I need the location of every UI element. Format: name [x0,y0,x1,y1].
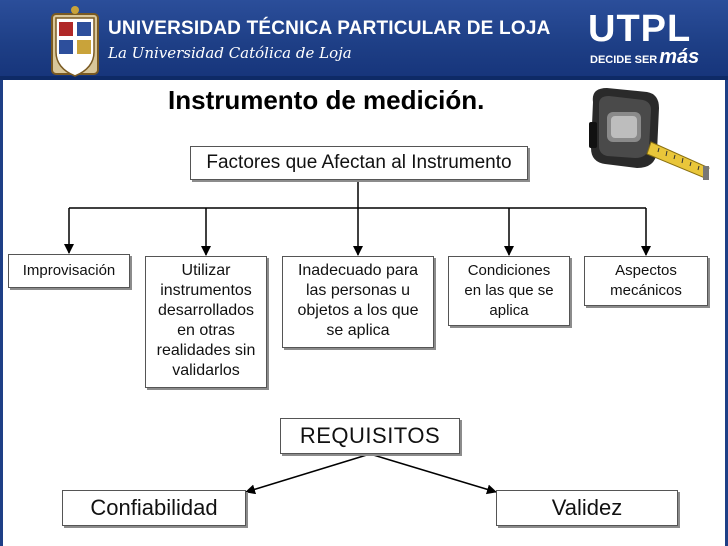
slide-left-border [0,80,3,546]
utpl-logo: UTPL [588,8,692,50]
factor-label-line: mecánicos [610,282,682,299]
factor-label-line: instrumentos [160,282,252,299]
factor-label-line: aplica [489,302,529,319]
university-name: UNIVERSIDAD TÉCNICA PARTICULAR DE LOJA [108,18,551,39]
factor-label-line: en las que se [464,282,554,299]
factor-label-line: Inadecuado para [297,262,419,279]
factor-label-line: las personas u [305,282,411,299]
factor-box-aspectos: Aspectos mecánicos [584,256,708,306]
factor-label-line: realidades sin [156,342,256,359]
requirement-box-validez: Validez [496,490,678,526]
requirement-label: Confiabilidad [90,495,218,520]
factors-root-box: Factores que Afectan al Instrumento [190,146,528,180]
factor-box-improvisacion: Improvisación [8,254,130,288]
arrow-validez [369,453,497,495]
university-crest-icon [51,6,99,77]
factor-label-line: Improvisación [22,262,116,279]
factor-label-line: objetos a los que [297,302,419,319]
factor-box-utilizar: Utilizar instrumentos desarrollados en o… [145,256,267,388]
university-subtitle: La Universidad Católica de Loja [108,44,352,62]
requirement-box-confiabilidad: Confiabilidad [62,490,246,526]
factor-box-condiciones: Condiciones en las que se aplica [448,256,570,326]
header-banner: UNIVERSIDAD TÉCNICA PARTICULAR DE LOJA L… [0,0,728,80]
factor-box-inadecuado: Inadecuado para las personas u objetos a… [282,256,434,348]
requirements-root-box: REQUISITOS [280,418,460,454]
slide-right-border [725,80,728,546]
factor-label-line: Condiciones [467,262,551,279]
requirement-label: Validez [551,495,623,520]
factor-label-line: desarrollados [157,302,255,319]
requirements-root-label: REQUISITOS [299,423,441,448]
tagline-prefix: DECIDE SER [590,54,658,66]
tagline-word: más [659,46,700,68]
factor-label-line: Utilizar [181,262,231,279]
factor-label-line: Aspectos [615,262,677,279]
factor-label-line: se aplica [326,322,390,339]
factors-root-label: Factores que Afectan al Instrumento [206,152,512,173]
tape-measure-icon [589,88,710,180]
arrow-confiabilidad [245,453,371,495]
header-stripe [0,76,728,80]
factor-label-line: en otras [177,322,235,339]
slide-title: Instrumento de medición. [168,85,485,115]
factor-label-line: validarlos [172,362,240,379]
